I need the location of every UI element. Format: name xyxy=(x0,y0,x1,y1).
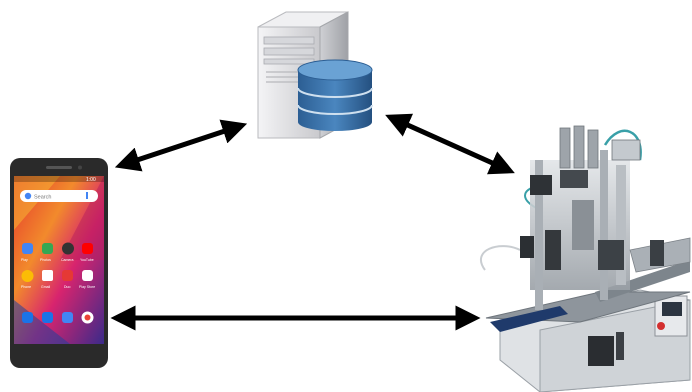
smartphone-icon: 1:00 Search Play Photos Camera YouTube P… xyxy=(10,158,108,368)
status-time: 1:00 xyxy=(86,177,96,183)
phone-app-grid: Play Photos Camera YouTube Phone Gmail D… xyxy=(21,242,95,324)
database-icon xyxy=(297,59,373,131)
app-label-6: Gmail xyxy=(41,285,50,289)
app-label-5: Phone xyxy=(21,285,31,289)
app-label-2: Photos xyxy=(40,258,51,262)
arrow-phone-server xyxy=(114,119,248,172)
server-database-icon xyxy=(257,11,373,139)
app-label-4: YouTube xyxy=(80,258,94,262)
phone-search-placeholder: Search xyxy=(34,195,51,201)
app-label-1: Play xyxy=(21,258,28,262)
app-label-8: Play Store xyxy=(79,285,95,289)
arrow-server-machine xyxy=(385,113,515,175)
app-label-7: Duo xyxy=(64,285,70,289)
app-label-3: Camera xyxy=(61,258,74,262)
phone-search-bar xyxy=(20,190,98,202)
industrial-machine-icon xyxy=(480,125,691,392)
